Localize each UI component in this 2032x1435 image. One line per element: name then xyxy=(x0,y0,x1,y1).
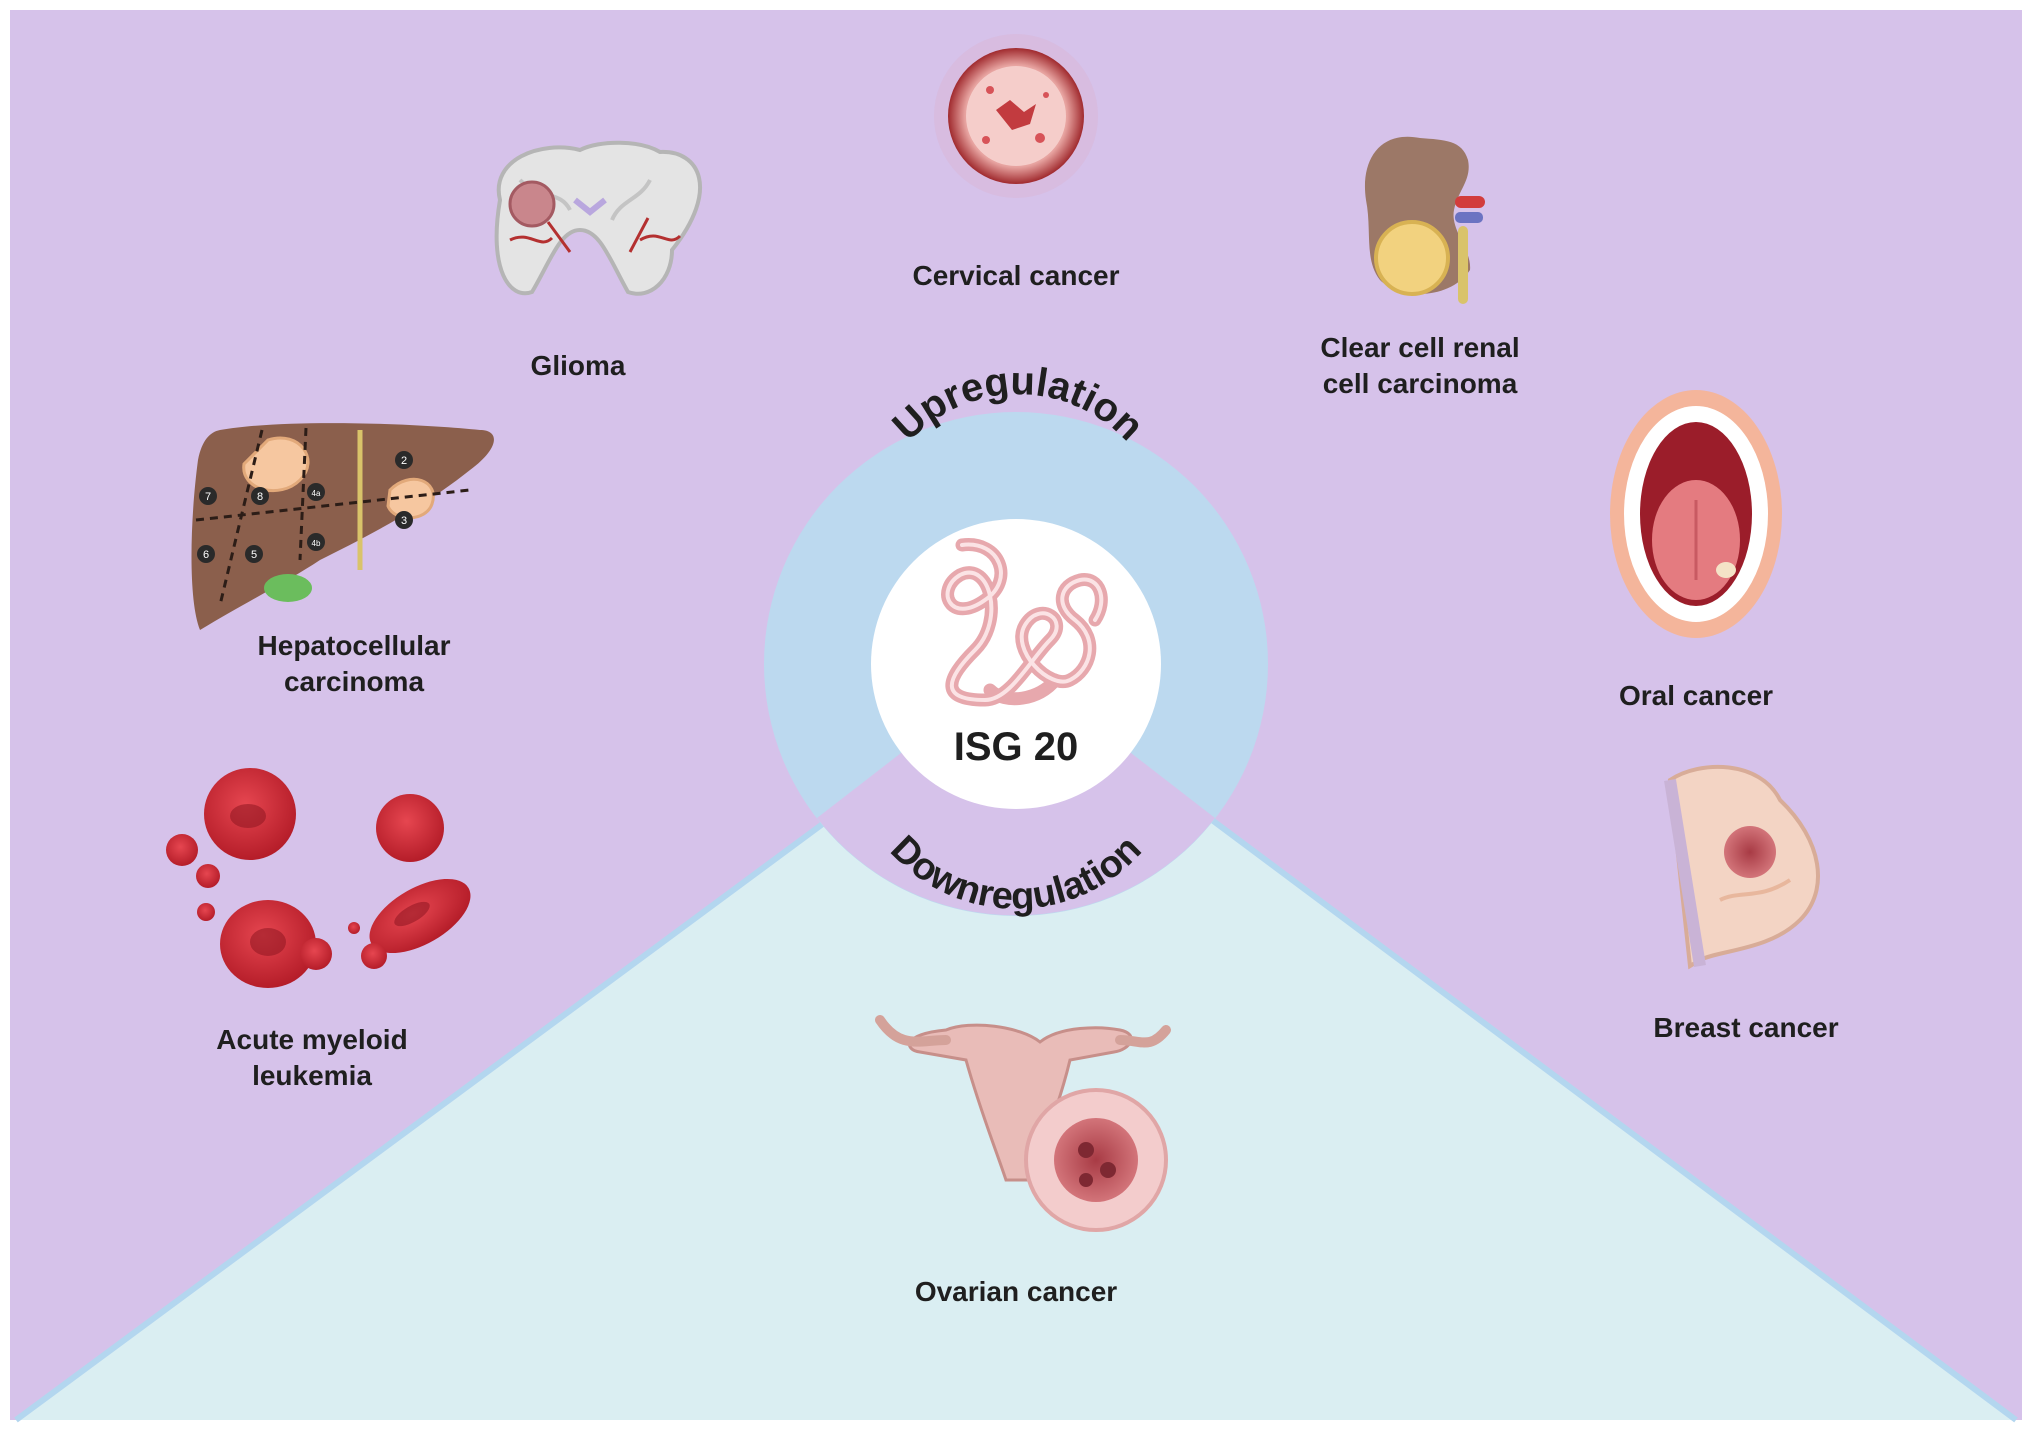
mouth-icon xyxy=(1610,390,1782,638)
liver-segment-marker xyxy=(245,545,263,563)
liver-segment-number: 7 xyxy=(205,491,211,503)
cervical-tissue-icon xyxy=(934,34,1098,198)
liver-segment-number: 3 xyxy=(401,515,407,527)
liver-segment-number: 4b xyxy=(312,539,321,548)
liver-segment-marker xyxy=(395,511,413,529)
divider-right xyxy=(1210,817,2018,1423)
isg20-gene-label: ISG 20 xyxy=(954,725,1079,769)
liver-segment-number: 4a xyxy=(312,489,321,498)
label-cervical-cancer: Cervical cancer xyxy=(912,260,1120,291)
divider-left xyxy=(14,817,830,1423)
liver-segment-marker xyxy=(307,483,325,501)
liver-segment-marker xyxy=(307,533,325,551)
liver-segment-markers: 2 3 4a 4b 5 6 7 8 xyxy=(197,451,413,563)
label-breast-cancer: Breast cancer xyxy=(1653,1012,1839,1043)
liver-segment-number: 6 xyxy=(203,549,209,561)
liver-icon xyxy=(191,423,494,630)
liver-segment-number: 5 xyxy=(251,549,257,561)
uterus-ovary-icon xyxy=(875,1015,1171,1232)
liver-segment-marker xyxy=(395,451,413,469)
liver-segment-marker xyxy=(251,487,269,505)
breast-icon xyxy=(1664,764,1820,970)
label-glioma: Glioma xyxy=(530,350,626,381)
liver-segment-marker xyxy=(197,545,215,563)
label-hepatocellular-carcinoma: Hepatocellular carcinoma xyxy=(257,630,451,697)
label-oral-cancer: Oral cancer xyxy=(1618,680,1774,711)
label-acute-myeloid-leukemia: Acute myeloid leukemia xyxy=(216,1024,408,1091)
liver-segment-marker xyxy=(199,487,217,505)
liver-segment-number: 8 xyxy=(257,491,263,503)
kidney-icon xyxy=(1364,136,1485,304)
brain-icon xyxy=(494,140,702,296)
label-clear-cell-renal-cell-carcinoma: Clear cell renal cell carcinoma xyxy=(1320,332,1520,399)
liver-segment-number: 2 xyxy=(401,455,407,467)
rbc-shading xyxy=(230,804,430,956)
label-ovarian-cancer: Ovarian cancer xyxy=(914,1276,1118,1307)
